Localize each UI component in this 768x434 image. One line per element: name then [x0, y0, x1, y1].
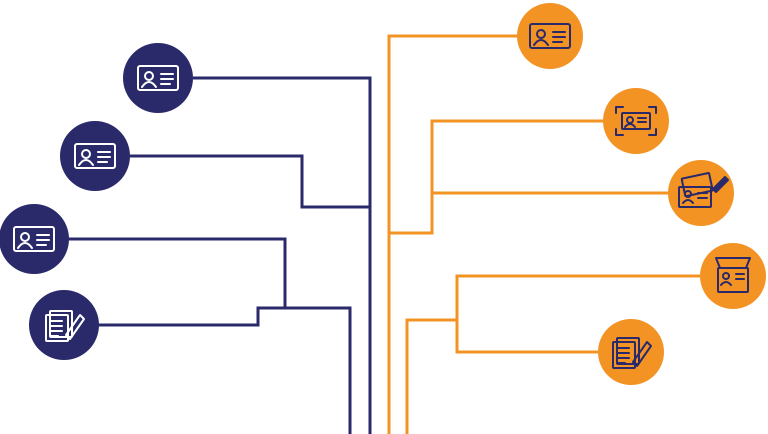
left-connector-2	[130, 154, 370, 209]
right-node-1	[517, 3, 583, 69]
left-node-1	[123, 43, 193, 113]
id-card-icon	[529, 23, 571, 49]
left-node-2	[60, 121, 130, 191]
id-cards-pen-icon	[678, 172, 729, 208]
id-card-scan-icon	[615, 106, 657, 136]
right-connector-2	[389, 119, 603, 235]
id-card-box-icon	[715, 257, 751, 293]
left-node-4	[29, 290, 99, 360]
document-edit-icon	[612, 337, 652, 369]
right-node-2	[603, 88, 669, 154]
right-connectors	[387, 34, 700, 434]
right-node-3	[668, 160, 734, 226]
right-connector-1	[387, 34, 518, 434]
right-node-4	[700, 243, 766, 309]
left-connector-4	[98, 306, 352, 434]
right-connector-4	[455, 274, 700, 354]
left-connector-3	[68, 237, 287, 308]
right-connector-5	[405, 318, 457, 434]
id-card-icon	[13, 226, 55, 252]
document-edit-icon	[45, 310, 85, 342]
right-node-5	[598, 319, 664, 385]
left-connectors	[68, 76, 372, 434]
id-card-icon	[137, 65, 179, 91]
left-connector-1	[193, 76, 372, 434]
id-card-icon	[74, 143, 116, 169]
left-node-3	[0, 204, 69, 274]
